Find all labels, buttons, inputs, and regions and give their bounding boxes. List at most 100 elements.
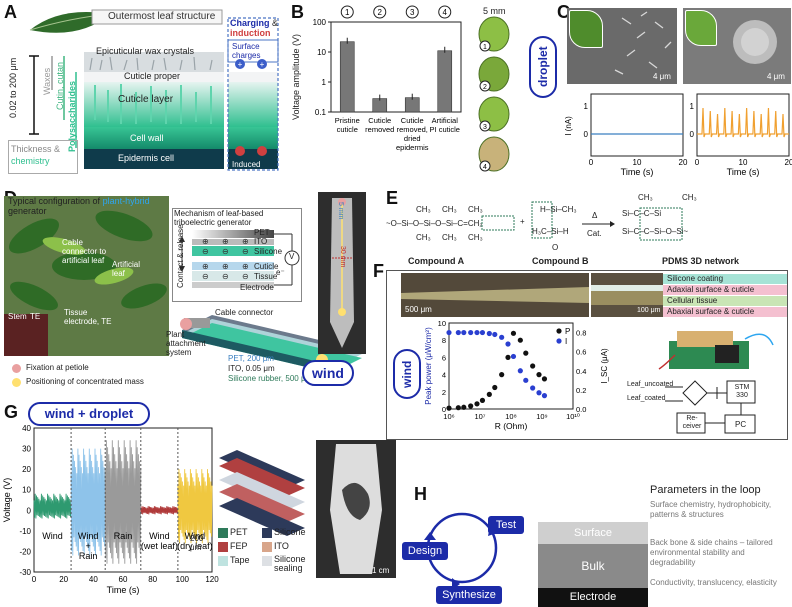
svg-text:CH₃: CH₃ [468,205,483,214]
c-left-ytick: 0 [584,130,589,139]
pos-label: Positioning of concentrated mass [26,377,144,386]
induced-charge-icon [257,146,267,156]
f-point-i [523,377,529,383]
um200-label: 200 μm [190,534,204,552]
svg-text:CH₃: CH₃ [468,233,483,242]
b-ytick-label: 10 [317,48,326,57]
s100: 100 μm [637,307,661,314]
layer-cuticle: Cuticle [254,262,279,271]
layer-abaxial: Abaxial surface & cuticle [663,307,787,317]
g-xtick: 120 [205,575,219,584]
f-xtick: 10¹⁰ [566,412,580,421]
g-trace [177,469,213,544]
svg-text:Cat.: Cat. [587,229,602,238]
outermost-label: Outermost leaf structure [108,11,216,22]
panel-d: D Typical configuration of plant-hybridg… [0,188,380,396]
g-ytick: -30 [19,568,31,577]
wind-badge-d: wind [302,360,354,386]
layer-electrode: Electrode [240,283,274,292]
c-right-ytick: 1 [690,102,695,111]
f-point-p [455,405,461,411]
b-num: 1 [345,8,350,17]
svg-text:CH₃: CH₃ [442,205,457,214]
b-leaf-num-circle [479,120,491,132]
f-point-i [446,329,452,336]
c-right-xtick: 10 [739,158,748,167]
f-point-i [517,368,523,374]
fix-label: Fixation at petiole [26,363,89,372]
sem-image-right [683,8,791,84]
svg-text:⊕: ⊕ [202,262,209,271]
b-category-label: Cuticle [401,116,424,125]
b-category-label: dried [404,134,421,143]
f-legend-p-dot [556,328,562,334]
pet-label: PET, 200 μm [228,354,274,363]
g-ytick: 30 [22,445,31,454]
c-left-ytick: 1 [584,102,589,111]
f-y2tick: 0.8 [576,329,586,338]
legend-fep: FEP [230,541,248,551]
c-left-xlabel: Time (s) [621,167,654,177]
svg-text:⊖: ⊖ [242,247,249,256]
g-xtick: 60 [119,575,128,584]
f-point-p [468,403,474,409]
panel-h-label: H [414,484,427,504]
f-point-p [536,372,542,378]
c-right-xtick: 20 [785,158,792,167]
c-left-xtick: 0 [589,158,594,167]
svg-text:+: + [260,60,265,69]
f-y2tick: 0.2 [576,386,586,395]
contact-label: Contact & release [176,224,185,288]
legend-ito-swatch [262,542,272,552]
f-point-i [455,329,461,336]
cutin-label: Cutin, cutan [55,61,65,110]
e-label: e⁻ [276,268,285,277]
b-category-label: PI cuticle [430,125,460,134]
electrode-layer: Electrode [538,588,648,607]
b-leaf-num-circle [479,40,491,52]
cross-section-image [401,273,589,317]
panel-a-label: A [4,2,17,22]
b-category-label: epidermis [396,143,429,152]
f-point-i [492,331,498,338]
legend-tape-swatch [218,556,228,566]
induced-label: Induced charges [232,160,261,178]
f-xlabel: R (Ohm) [495,421,528,431]
artificial-label: Artificial leaf [112,260,141,278]
g-trace [104,440,142,564]
b-bar [404,97,420,113]
g-xlabel: Time (s) [107,585,140,595]
cell-wall-label: Cell wall [130,133,164,143]
exploded-device [219,450,305,536]
panel-b-label: B [291,2,304,22]
legend-sealing: Silicone sealing [274,554,306,573]
g-trace [140,506,179,515]
legend-silicone-swatch [262,528,272,538]
mm30-label: 30 mm [339,246,346,268]
g-ytick: -20 [19,547,31,556]
g-ytick: -10 [19,527,31,536]
leaf-thumb-left [569,10,603,48]
cuticle-layer-label: Cuticle layer [118,94,174,105]
b-category-label: removed, [397,125,428,134]
epidermis-label: Epidermis cell [118,153,175,163]
b-category-label: Cuticle [368,116,391,125]
svg-text:⊕: ⊕ [202,237,209,246]
layer-cellular: Cellular tissue [663,296,787,306]
layer-silicone-coating: Silicone coating [663,274,787,284]
f-legend-i-dot [556,338,562,344]
b-num: 3 [410,8,415,17]
circuit-board-photo [655,325,775,371]
g-segment-label: (dry leaf) [177,541,213,551]
b-category-label: Artificial [432,116,459,125]
f-y2tick: 0.4 [576,367,586,376]
g-segment-label: Wind [185,531,206,541]
surface-layer: Surface [538,522,648,544]
f-point-p [517,337,523,343]
receiver-label: Re-ceiver [682,415,702,430]
f-point-p [479,397,486,403]
